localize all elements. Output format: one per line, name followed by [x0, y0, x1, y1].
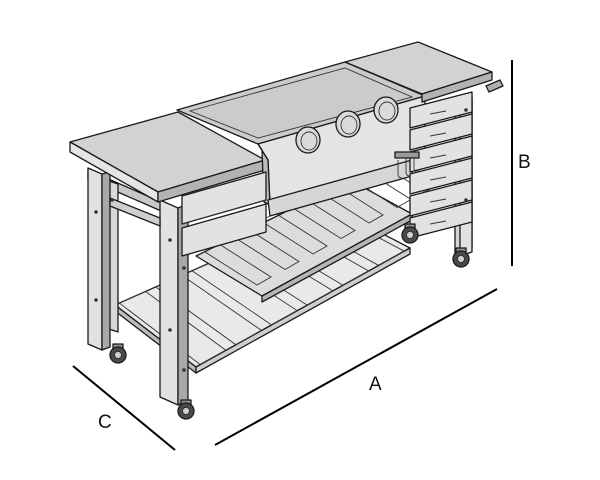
- right-drawer: [409, 179, 473, 217]
- knob: [335, 110, 361, 138]
- left-drawer-lower: [181, 203, 267, 257]
- knob: [295, 126, 321, 154]
- bolt: [168, 238, 172, 242]
- left-drawers: [181, 171, 267, 257]
- handle: [485, 79, 504, 93]
- dimension-line-a: [214, 288, 498, 446]
- label-b: B: [518, 152, 531, 173]
- right-drawers: [409, 91, 473, 239]
- label-c: C: [98, 412, 112, 433]
- bolt: [94, 298, 98, 302]
- bolt: [94, 210, 98, 214]
- utensil-hooks: [394, 151, 420, 179]
- dimension-line-c: [72, 365, 176, 451]
- knob: [373, 96, 399, 124]
- right-drawer: [409, 157, 473, 195]
- castor-wheels: [109, 223, 470, 420]
- bolt: [464, 198, 468, 202]
- leg-bolts: [94, 108, 468, 372]
- bolt: [182, 266, 186, 270]
- label-a: A: [369, 374, 382, 395]
- burner-knobs: [295, 96, 399, 154]
- bolt: [168, 328, 172, 332]
- bolt: [464, 108, 468, 112]
- right-drawer: [409, 113, 473, 151]
- bolt: [110, 198, 114, 202]
- right-drawer: [409, 135, 473, 173]
- bolt: [182, 368, 186, 372]
- right-drawer: [409, 91, 473, 129]
